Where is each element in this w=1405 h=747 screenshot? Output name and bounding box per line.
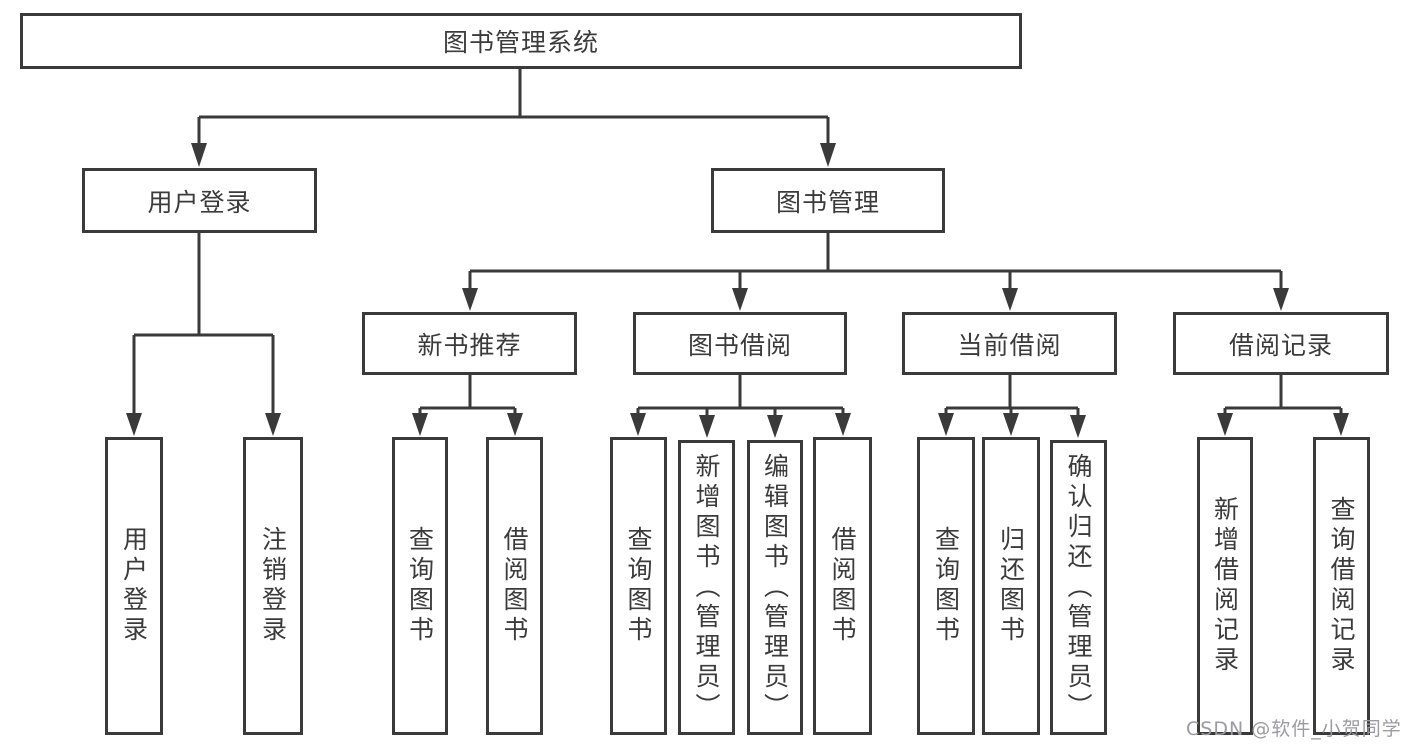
leaf-new-book-query: 查询图书	[392, 437, 448, 735]
leaf-current-query: 查询图书	[917, 437, 975, 735]
leaf-current-confirm-admin: 确认归还（管理员）	[1050, 440, 1107, 735]
connector-current-children	[938, 375, 1086, 438]
node-new-book-recommend: 新书推荐	[362, 312, 577, 375]
leaf-logout: 注销登录	[243, 437, 303, 735]
leaf-current-return: 归还图书	[982, 437, 1040, 735]
node-current-borrow: 当前借阅	[902, 312, 1117, 375]
connector-records-children	[1217, 375, 1349, 436]
leaf-borrow-edit-admin: 编辑图书（管理员）	[747, 440, 803, 735]
connector-root-to-level2	[191, 68, 836, 167]
leaf-new-book-borrow: 借阅图书	[486, 437, 543, 735]
leaf-user-login: 用户登录	[105, 437, 163, 735]
node-book-borrow: 图书借阅	[633, 312, 847, 375]
node-user-login: 用户登录	[82, 168, 317, 233]
csdn-watermark: CSDN @软件_小贺同学	[1186, 718, 1402, 740]
leaf-borrow-add-admin: 新增图书（管理员）	[678, 440, 735, 735]
leaf-borrow-query: 查询图书	[610, 437, 667, 735]
connector-new-book-children	[412, 374, 523, 436]
connector-user-login-children	[126, 233, 281, 436]
connector-book-mgmt-to-level3	[462, 233, 1289, 311]
node-root: 图书管理系统	[20, 13, 1022, 69]
leaf-records-add: 新增借阅记录	[1197, 437, 1253, 735]
leaf-records-query: 查询借阅记录	[1313, 437, 1370, 735]
node-borrow-records: 借阅记录	[1173, 312, 1389, 375]
connector-borrow-children	[630, 375, 851, 438]
node-book-management: 图书管理	[711, 168, 945, 233]
leaf-borrow-borrow: 借阅图书	[813, 437, 872, 735]
